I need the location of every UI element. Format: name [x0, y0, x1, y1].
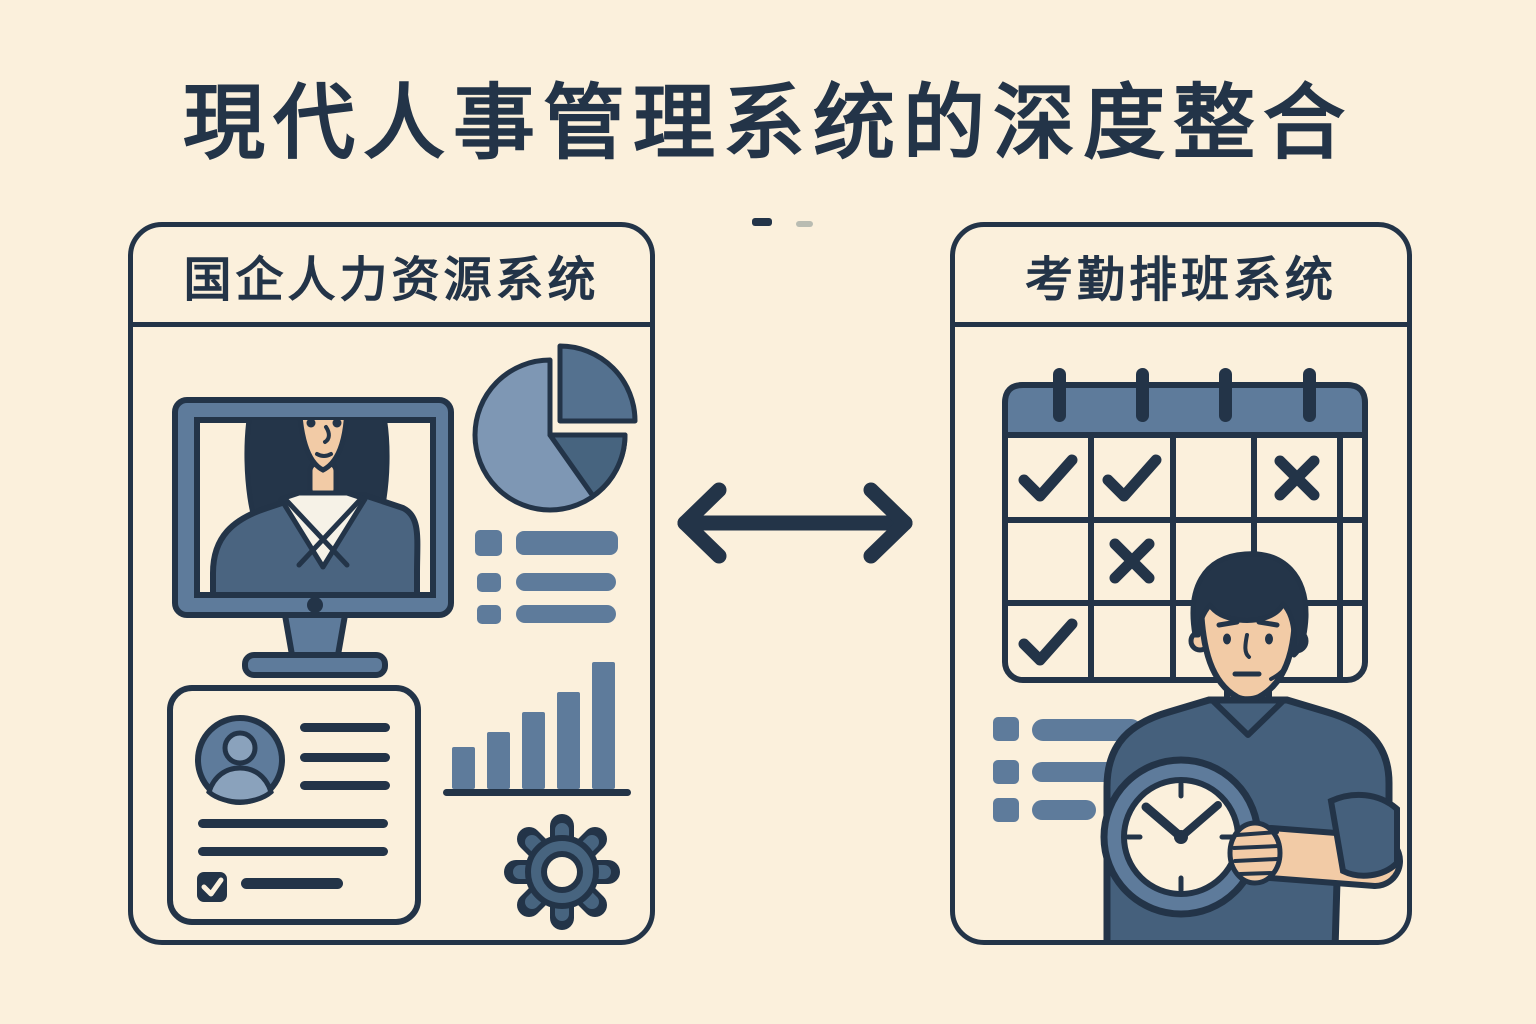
check-mark-icon [1018, 618, 1078, 666]
id-card-text-lines [198, 723, 390, 856]
bar-chart-icon [443, 662, 631, 796]
attendance-system-panel-title: 考勤排班系统 [955, 227, 1407, 327]
calendar-marks [1018, 454, 1320, 666]
bar-chart-baseline [443, 789, 631, 796]
pie-chart-icon [472, 343, 638, 513]
bar [557, 692, 580, 789]
worker-head [1188, 551, 1309, 703]
bar [452, 747, 475, 789]
worker-with-clock [1100, 551, 1403, 940]
cross-mark-icon [1274, 455, 1320, 501]
attendance-illustration [993, 368, 1403, 940]
clock-ticks [1125, 781, 1237, 893]
monitor-camera-dot [307, 597, 323, 613]
worker-hand [1227, 820, 1283, 886]
gear-icon [504, 814, 620, 930]
summary-list-icon [993, 717, 1142, 822]
monitor-employee-icon [172, 397, 454, 678]
clock-hands [1141, 801, 1222, 842]
hr-system-panel: 国企人力资源系统 [128, 222, 655, 945]
page-title: 現代人事管理系统的深度整合 [182, 76, 1353, 171]
calendar-schedule-icon [1002, 368, 1368, 683]
worker-sleeve [1327, 791, 1400, 879]
hr-system-illustration [167, 343, 638, 930]
check-mark-icon [1018, 454, 1078, 502]
avatar [195, 715, 285, 805]
decor-dash-light [796, 221, 813, 227]
hr-system-panel-title: 国企人力资源系统 [133, 227, 650, 327]
calendar-header-band [1002, 382, 1368, 438]
worker-collar [1210, 698, 1286, 738]
bar [592, 662, 615, 789]
monitor-stand [281, 612, 349, 658]
cross-mark-icon [1109, 538, 1155, 584]
summary-list-icon [475, 530, 618, 624]
bar [522, 712, 545, 789]
worker-arm [1243, 791, 1403, 889]
checkbox-label-line [241, 878, 343, 889]
clock-icon [1100, 756, 1262, 918]
calendar-binder-pegs [1053, 368, 1316, 422]
decor-dash-dark [752, 218, 772, 226]
id-card-icon [167, 685, 421, 925]
monitor-base [242, 652, 388, 678]
integration-arrow-icon [677, 482, 913, 564]
bar [487, 732, 510, 789]
check-mark-icon [1102, 454, 1162, 502]
employee-woman [210, 420, 421, 595]
attendance-system-panel: 考勤排班系统 [950, 222, 1412, 945]
checkbox-checked-icon [197, 872, 227, 902]
